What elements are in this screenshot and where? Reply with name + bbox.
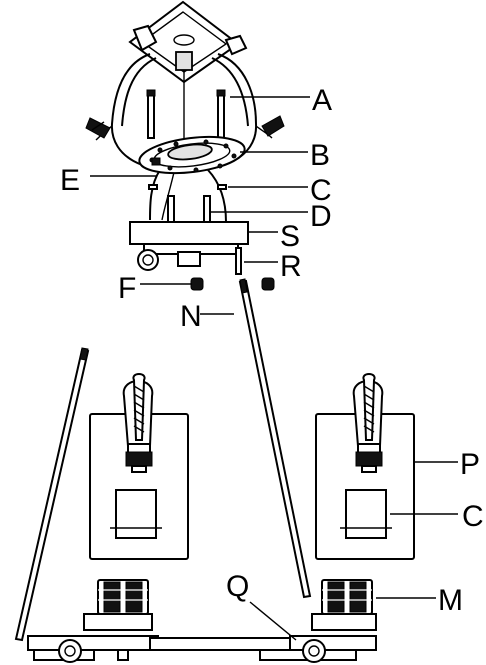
base-frame [27,635,377,663]
label-f: F [118,272,136,305]
label-s: S [280,220,300,253]
shade-left [89,413,189,560]
leader-lines [90,96,458,641]
label-r: R [280,250,302,283]
rod-center [238,278,312,599]
label-b: B [310,139,330,172]
slot-right [217,184,227,190]
crossbar-plate [138,135,246,175]
label-q: Q [226,570,249,603]
part-labels: A B E C D S R F N P C Q M [60,84,484,617]
mounting-screw-right [216,89,226,139]
socket-right [311,579,377,631]
bulb-left [122,373,154,473]
bulb-right [352,373,384,473]
rod-left [14,347,90,642]
label-d: D [310,200,332,233]
mounting-screw-left [146,89,156,139]
label-n: N [180,300,202,333]
canopy-pin [235,247,242,275]
cap-nut-right [261,277,275,291]
label-c: C [310,174,332,207]
slot-left [148,184,158,190]
label-m: M [438,584,463,617]
label-p: P [460,448,480,481]
label-a: A [312,84,332,117]
canopy [129,221,249,275]
label-e: E [60,164,80,197]
wire-nut-right [261,115,285,137]
shade-right [315,413,415,560]
wire-nut-left [85,117,111,139]
socket-left [83,579,153,631]
label-c-lower: C [462,500,484,533]
cap-nut-left [190,277,204,291]
